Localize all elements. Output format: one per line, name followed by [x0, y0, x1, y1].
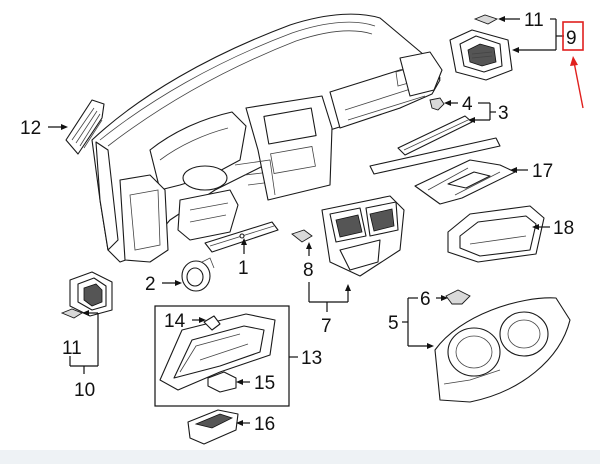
callout-13: 13: [301, 348, 322, 369]
glovebox-group-frame: [154, 305, 290, 407]
part-4-clip: [429, 97, 445, 111]
part-16-bin: [187, 409, 239, 445]
callout-7: 7: [321, 316, 332, 337]
callout-12: 12: [20, 118, 41, 139]
part-2-ring-bezel: [181, 257, 215, 292]
callout-2: 2: [145, 274, 156, 295]
part-3-trim-strip: [397, 115, 473, 156]
part-17-tray: [414, 159, 516, 205]
part-15-latch: [207, 371, 237, 393]
part-11-top-clip: [473, 14, 499, 25]
part-12-left-vent: [65, 99, 105, 155]
part-trim-panel-upper: [369, 137, 501, 175]
callout-17: 17: [532, 161, 553, 182]
callout-15: 15: [254, 373, 275, 394]
callout-18: 18: [553, 218, 574, 239]
callout-labels: 11 9 12 4 3 17 18 1 2 8 7 6 5 14 15 13 1…: [20, 10, 577, 435]
part-5-instrument-cluster: [434, 297, 571, 403]
callout-1: 1: [238, 258, 249, 279]
callout-4: 4: [462, 94, 473, 115]
part-13-glovebox: [159, 313, 276, 391]
highlight-box-9: [562, 21, 584, 51]
part-6-clip: [445, 289, 471, 305]
part-18-airbag-module: [447, 205, 545, 263]
callout-3: 3: [498, 103, 509, 124]
highlight-arrow: [570, 56, 584, 109]
part-1-trim-strip: [204, 221, 279, 253]
footer-band: [0, 450, 600, 464]
callout-8: 8: [303, 260, 314, 281]
callout-6: 6: [420, 289, 431, 310]
callout-11-top: 11: [524, 10, 544, 31]
callout-9: 9: [566, 28, 577, 49]
leader-lines: [48, 16, 564, 426]
callout-16: 16: [254, 414, 275, 435]
part-center-vent-assembly: [321, 195, 405, 277]
part-10-left-lower-vent: [69, 271, 113, 317]
part-8-clip: [291, 229, 313, 243]
part-14-bracket: [203, 315, 221, 331]
dashboard-panel-illustration: [91, 13, 443, 263]
callout-10: 10: [74, 380, 95, 401]
part-9-right-vent: [449, 29, 513, 81]
callout-14: 14: [164, 311, 186, 332]
callout-5: 5: [388, 313, 399, 334]
callout-11-left: 11: [62, 338, 82, 359]
